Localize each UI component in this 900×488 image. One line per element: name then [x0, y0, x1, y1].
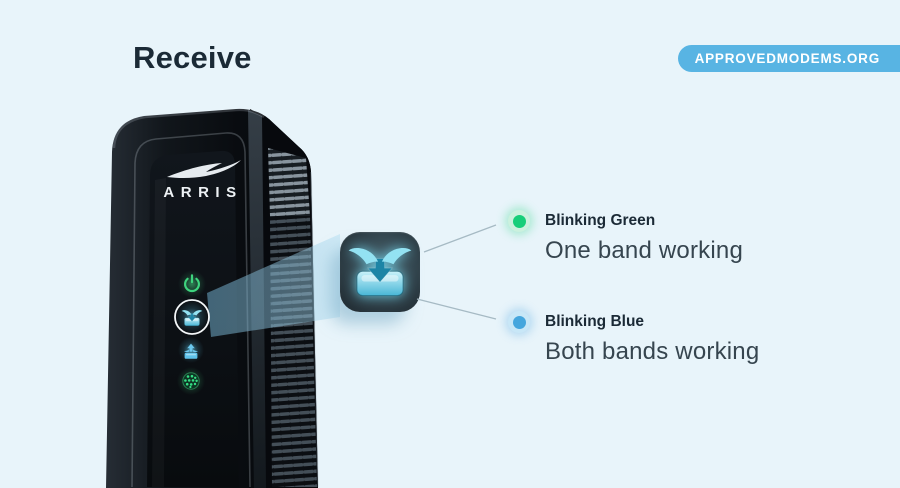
- receive-led-highlight-ring: [174, 299, 210, 335]
- legend-item-blinking-blue: Blinking Blue Both bands working: [508, 311, 759, 366]
- page-title: Receive: [133, 40, 252, 75]
- legend-description-green: One band working: [545, 237, 743, 264]
- legend-label-blue: Blinking Blue: [545, 313, 645, 330]
- legend-description-blue: Both bands working: [545, 338, 760, 365]
- arris-swoosh-logo: [167, 160, 241, 179]
- legend-label-green: Blinking Green: [545, 212, 656, 229]
- blue-led-dot-core: [512, 315, 526, 329]
- receive-led-zoom-tile: [340, 232, 420, 312]
- green-led-dot-core: [512, 214, 526, 228]
- blue-led-dot: [508, 311, 530, 333]
- green-led-dot: [508, 210, 530, 232]
- receive-icon-large: [348, 247, 412, 297]
- online-globe-led-icon: [182, 372, 200, 390]
- zoom-beam: [207, 234, 340, 337]
- modem-vents-top: [268, 148, 310, 216]
- legend-item-blinking-green: Blinking Green One band working: [508, 210, 743, 265]
- modem-led-panel: [174, 270, 210, 395]
- modem-brand-text: ARRIS: [163, 184, 242, 201]
- power-led-icon: [184, 274, 200, 293]
- brand-badge: APPROVEDMODEMS.ORG: [677, 45, 900, 72]
